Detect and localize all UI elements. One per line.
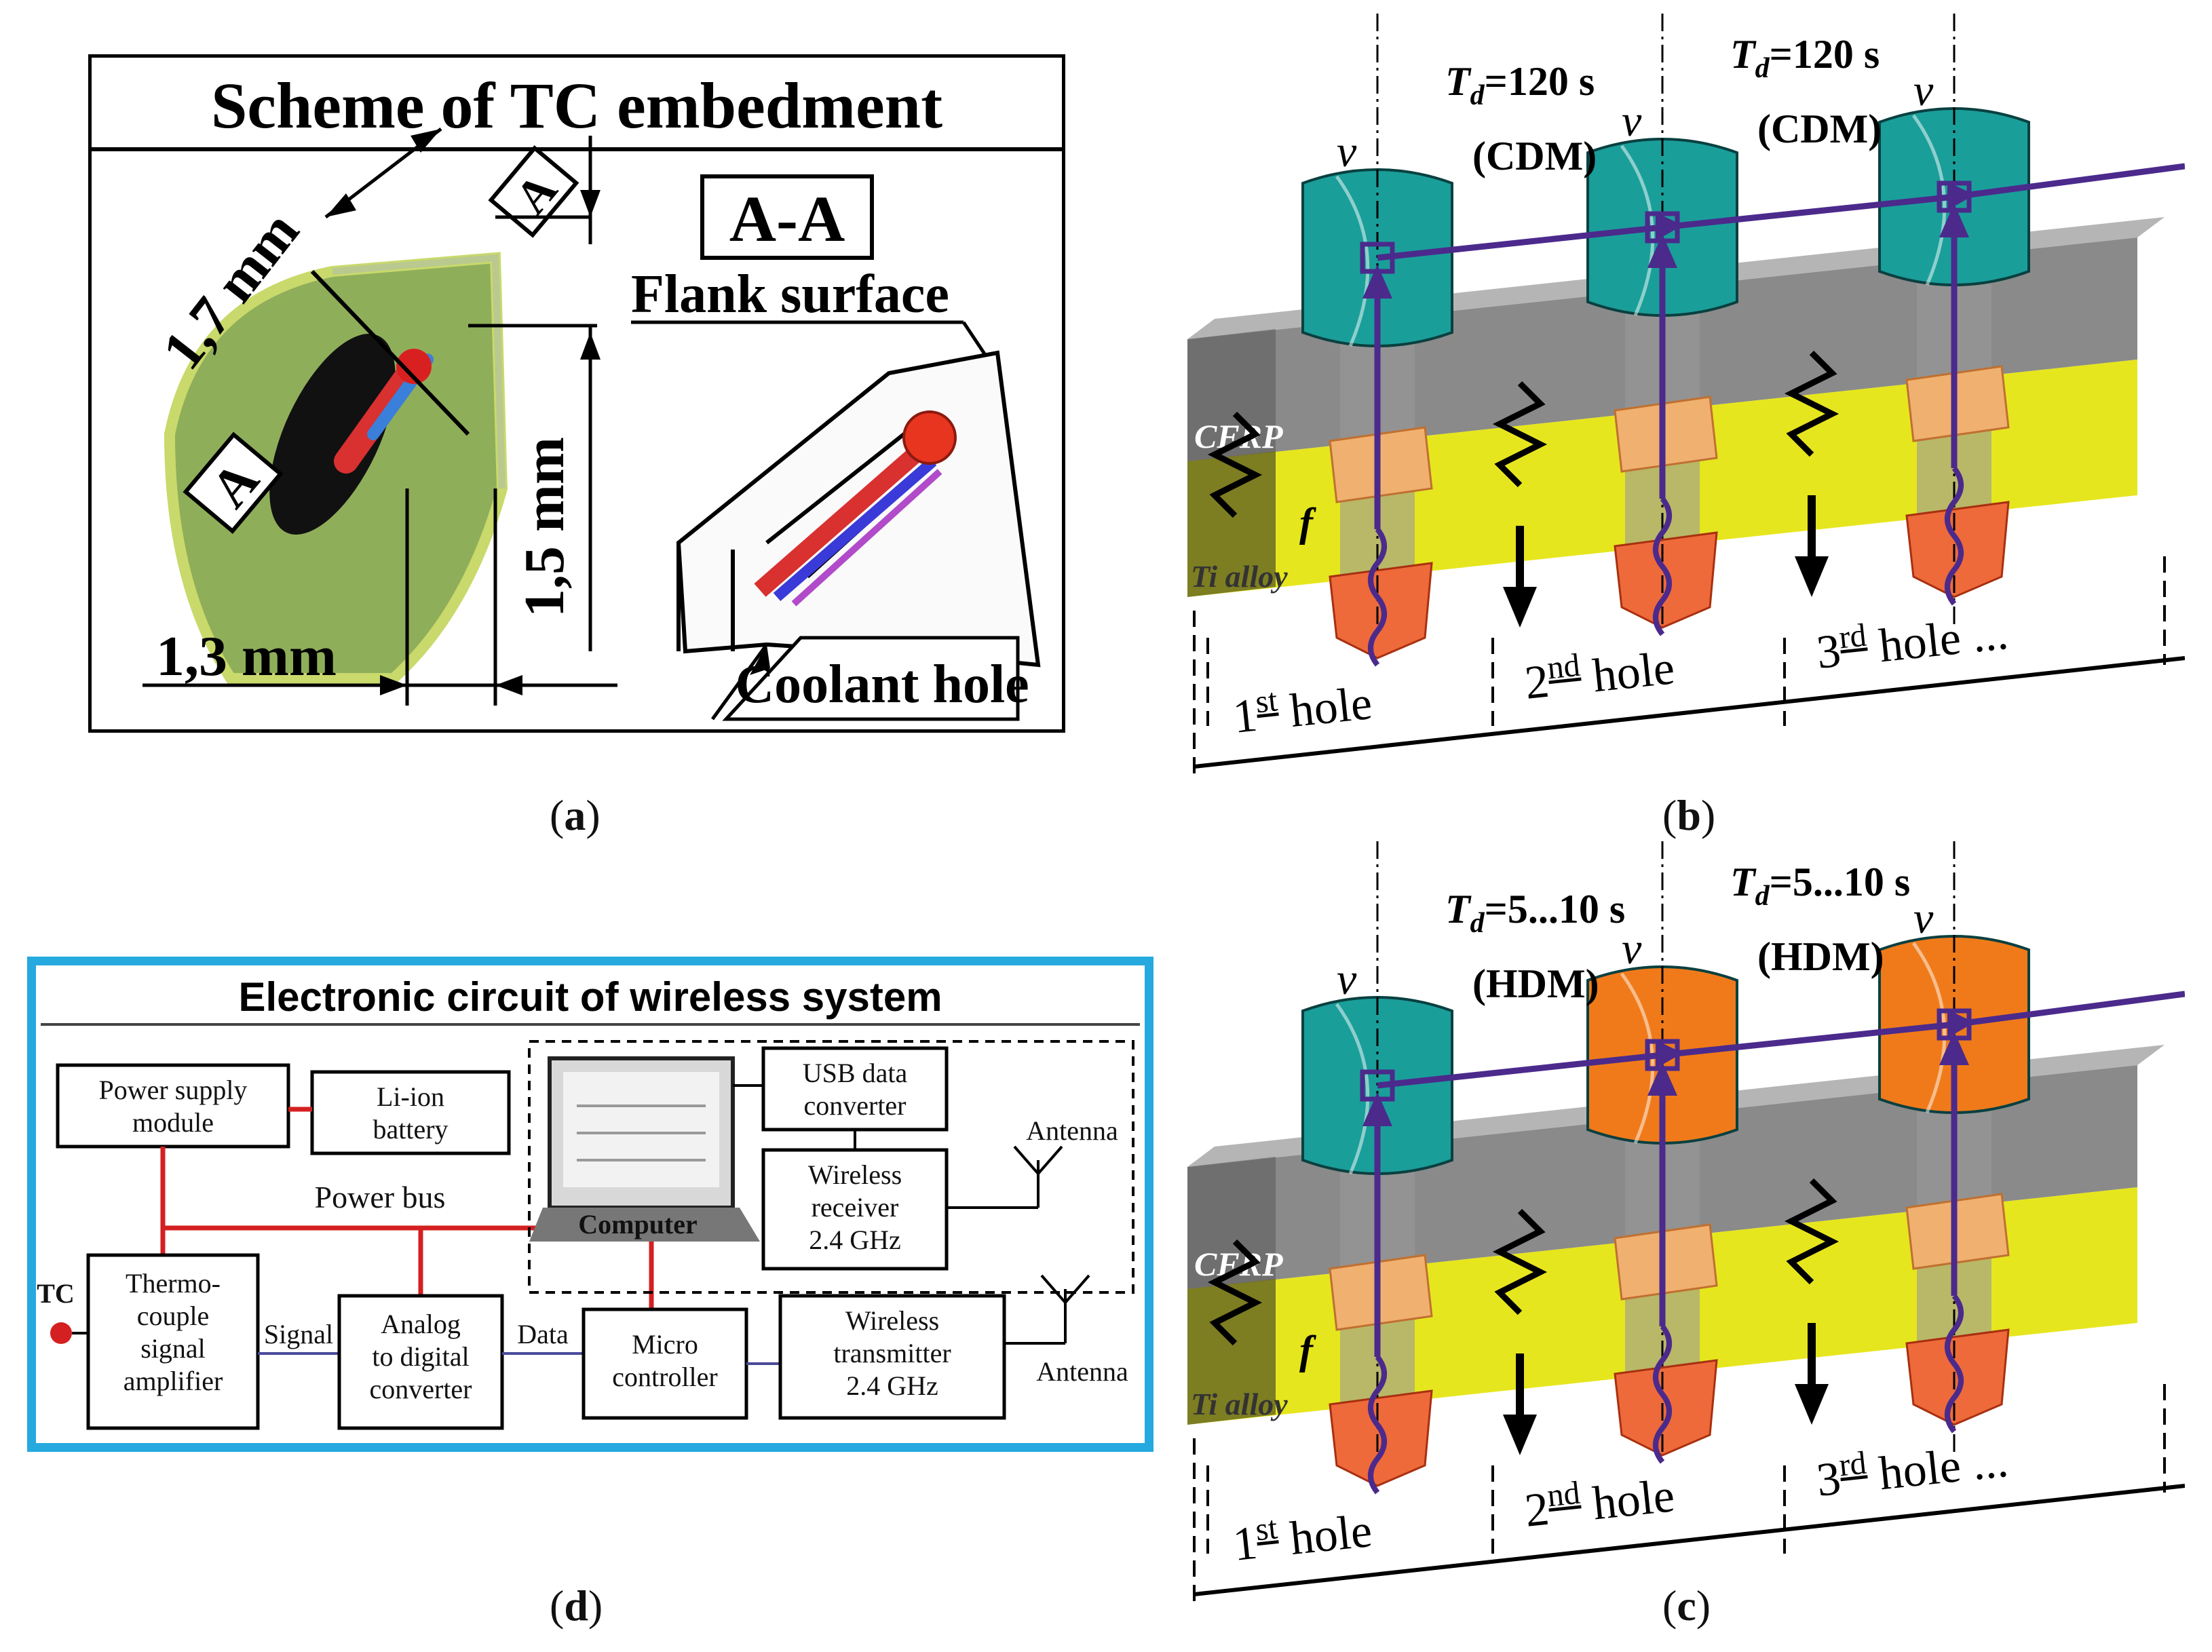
svg-text:Wireless: Wireless [808,1159,902,1190]
caption-a: (a) [550,791,600,839]
panel-c-mode-label-1: (HDM) [1472,961,1599,1006]
panel-b-mode-label-2: (CDM) [1757,107,1882,151]
caption-c: (c) [1662,1581,1711,1630]
panel-b-ti-label: Ti alloy [1191,559,1288,594]
svg-text:to digital: to digital [372,1341,469,1372]
panel-b-baseline [1194,656,2186,769]
panel-b-speed-symbol-1: v [1337,127,1357,176]
svg-text:Power supply: Power supply [99,1075,248,1105]
caption-b: (b) [1662,791,1716,839]
usb-converter-box [761,1046,949,1132]
panel-c-hole-label-2: 2nd hole [1522,1465,1677,1537]
panel-c-mode-label-2: (HDM) [1757,934,1884,979]
adc-box [337,1294,504,1430]
panel-c-speed-symbol-3: v [1913,894,1934,943]
circuit-title: Electronic circuit of wireless system [238,974,942,1020]
svg-text:signal: signal [140,1333,206,1364]
svg-text:amplifier: amplifier [123,1366,223,1396]
panel-b-cfrp-label: CFRP [1194,417,1283,455]
section-aa-label: A-A [729,183,845,255]
computer-label: Computer [578,1209,698,1240]
computer-region [528,1040,1134,1294]
svg-text:2.4 GHz: 2.4 GHz [809,1225,901,1255]
svg-text:Thermo-: Thermo- [126,1268,221,1299]
panel-a-figure: Scheme of TC embedment A A 1,7 mm 1,5 mm [85,51,1069,736]
panel-b-speed-symbol-2: v [1622,96,1642,146]
microcontroller-box [581,1307,748,1420]
antenna-bottom-icon [1040,1274,1090,1305]
section-aa-box [700,174,874,260]
panel-c-speed-symbol-2: v [1622,924,1642,974]
panel-c-hole-label-3: 3rd hole ... [1814,1430,2010,1507]
tc-label: TC [37,1278,75,1309]
panel-c-baseline [1194,1484,2186,1596]
coolant-hole-label: Coolant hole [735,655,1029,714]
data-label: Data [517,1319,569,1349]
panel-b-drill-tip-3 [1905,501,2010,598]
battery-box [310,1070,511,1155]
panel-c-speed-symbol-1: v [1337,955,1357,1004]
svg-text:Analog: Analog [381,1309,461,1339]
antenna-bottom-label: Antenna [1036,1356,1128,1387]
svg-text:couple: couple [137,1301,210,1331]
svg-text:receiver: receiver [812,1192,899,1223]
panel-b-signal-line [1377,163,2186,261]
panel-c-cfrp-label: CFRP [1194,1245,1283,1283]
panel-c-drill-tip-3 [1905,1328,2010,1426]
wireless-receiver-box [761,1148,949,1271]
dim-1-5-label: 1,5 mm [513,437,576,617]
transmitter-box [778,1294,1006,1420]
panel-a-title: Scheme of TC embedment [211,69,942,142]
svg-text:converter: converter [369,1374,472,1404]
svg-text:module: module [132,1107,214,1138]
amplifier-box [86,1253,260,1430]
antenna-top-label: Antenna [1026,1115,1118,1146]
panel-a: Scheme of TC embedment A A 1,7 mm 1,5 mm [85,51,1069,736]
power-bus-label: Power bus [315,1180,446,1214]
svg-text:converter: converter [803,1090,906,1121]
panel-b-hole-label-2: 2nd hole [1522,637,1677,710]
panel-c-td-label-1: Td=5...10 s [1445,887,1625,939]
svg-text:controller: controller [612,1362,718,1392]
svg-text:2.4 GHz: 2.4 GHz [846,1370,938,1401]
panel-c-td-label-2: Td=5...10 s [1730,860,1910,912]
svg-text:transmitter: transmitter [833,1338,951,1368]
panel-c-ti-label: Ti alloy [1191,1387,1288,1421]
thermocouple-tip [396,349,432,384]
tc-hole [269,334,396,535]
panel-d: Electronic circuit of wireless system Po… [26,956,1154,1453]
signal-label: Signal [264,1319,333,1349]
panel-b-drill-tip-2 [1614,531,1718,629]
power-supply-box [56,1063,290,1149]
panel-b-drill-tip-1 [1329,562,1433,659]
tc-icon [50,1322,72,1344]
dim-1-3-label: 1,3 mm [156,625,337,688]
flank-surface-label: Flank surface [631,265,949,324]
antenna-top-icon [1013,1145,1063,1176]
panel-c-hole-label-1: 1st hole [1230,1500,1375,1571]
panel-b-hole-label-3: 3rd hole ... [1814,602,2010,679]
panel-b-td-label-1: Td=120 s [1445,59,1595,111]
caption-d: (d) [550,1581,603,1630]
panel-b-td-label-2: Td=120 s [1730,32,1880,84]
svg-text:USB data: USB data [803,1058,908,1088]
svg-text:Wireless: Wireless [845,1305,939,1336]
panel-b-speed-symbol-3: v [1913,66,1934,115]
panel-c-drill-tip-2 [1614,1359,1718,1457]
panel-b-hole-label-1: 1st hole [1230,672,1375,744]
panel-c-drill-tip-1 [1329,1389,1433,1487]
panel-b-mode-label-1: (CDM) [1472,134,1597,178]
svg-text:battery: battery [373,1114,448,1145]
svg-text:Micro: Micro [632,1329,698,1360]
panel-d-figure: Electronic circuit of wireless system Po… [26,956,1154,1453]
svg-text:Li-ion: Li-ion [377,1081,444,1112]
panel-c-signal-line [1377,991,2186,1089]
